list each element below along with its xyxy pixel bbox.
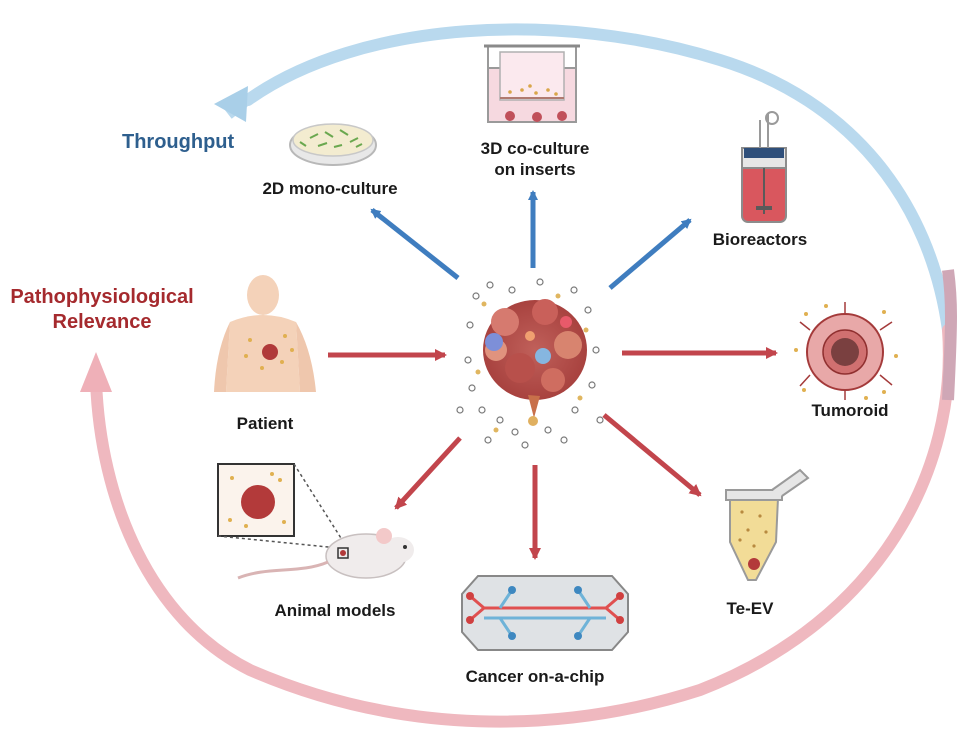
label-te-ev: Te-EV	[726, 599, 774, 618]
pathophysiological-relevance-label: Pathophysiological Relevance	[2, 285, 202, 335]
label-bioreactors: Bioreactors	[712, 230, 808, 249]
tumoroid-icon	[794, 302, 898, 400]
throughput-cycle-arc	[214, 23, 954, 336]
patient-icon	[214, 275, 316, 392]
arrow-to-2d-monoculture	[370, 208, 460, 280]
relevance-label-line2: Relevance	[52, 311, 152, 333]
petri-dish-icon	[289, 123, 377, 166]
arrow-to-te-ev	[602, 413, 702, 497]
label-cancer-on-chip: Cancer on-a-chip	[465, 667, 605, 686]
arrows	[328, 190, 778, 560]
label-3d-coculture: 3D co-culture on inserts	[450, 138, 620, 180]
tumor-microenvironment-icon	[456, 278, 604, 449]
label-tumoroid: Tumoroid	[811, 401, 889, 420]
relevance-label-line1: Pathophysiological	[10, 286, 194, 308]
arrow-to-bioreactors	[608, 218, 692, 290]
label-patient: Patient	[236, 414, 294, 433]
label-2d-monoculture: 2D mono-culture	[262, 179, 398, 198]
label-animal-models: Animal models	[274, 601, 396, 620]
mouse-icon	[217, 463, 414, 580]
throughput-label: Throughput	[122, 131, 235, 153]
label-3d-coculture-line2: on inserts	[494, 160, 576, 179]
arrow-to-animal-models	[394, 436, 462, 510]
culture-insert-icon	[484, 44, 580, 123]
label-3d-coculture-line1: 3D co-culture	[480, 139, 590, 158]
microfluidic-chip-icon	[461, 575, 629, 651]
relevance-cycle-arc	[80, 269, 957, 728]
microcentrifuge-tube-icon	[725, 468, 810, 581]
bioreactor-icon	[741, 111, 787, 223]
